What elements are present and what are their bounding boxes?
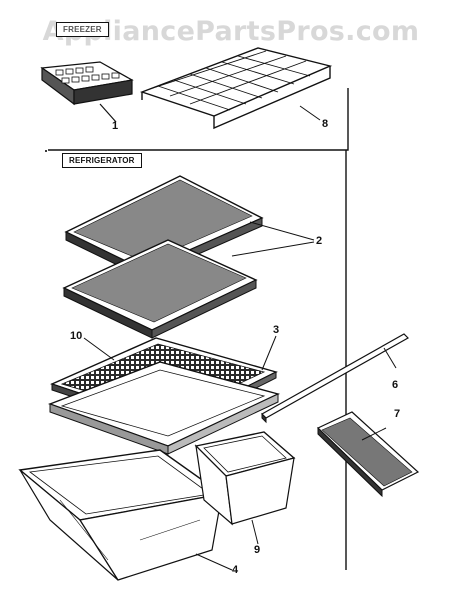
- leader-lines-2: [231, 221, 315, 257]
- callout-9: 9: [254, 544, 261, 556]
- leader-lines-3-10: [83, 335, 277, 371]
- freezer-wire-shelf: [139, 47, 333, 130]
- callout-10: 10: [70, 330, 83, 342]
- crisper-drawer-small: [194, 431, 296, 545]
- callout-4: 4: [232, 564, 239, 576]
- callout-8: 8: [322, 118, 329, 130]
- callout-1: 1: [112, 120, 119, 132]
- callout-7: 7: [394, 408, 401, 420]
- control-bracket: [316, 411, 420, 498]
- callout-2: 2: [316, 235, 323, 247]
- section-label-refrigerator: REFRIGERATOR: [62, 153, 142, 168]
- callout-6: 6: [392, 379, 399, 391]
- glass-shelf-lower: [62, 239, 258, 339]
- ice-tray: [40, 61, 134, 123]
- trim-strip: [261, 333, 409, 424]
- crisper-drawer-large: [18, 449, 233, 581]
- callout-3: 3: [273, 324, 280, 336]
- section-label-freezer: FREEZER: [56, 22, 109, 37]
- crisper-base-frame: [47, 361, 281, 455]
